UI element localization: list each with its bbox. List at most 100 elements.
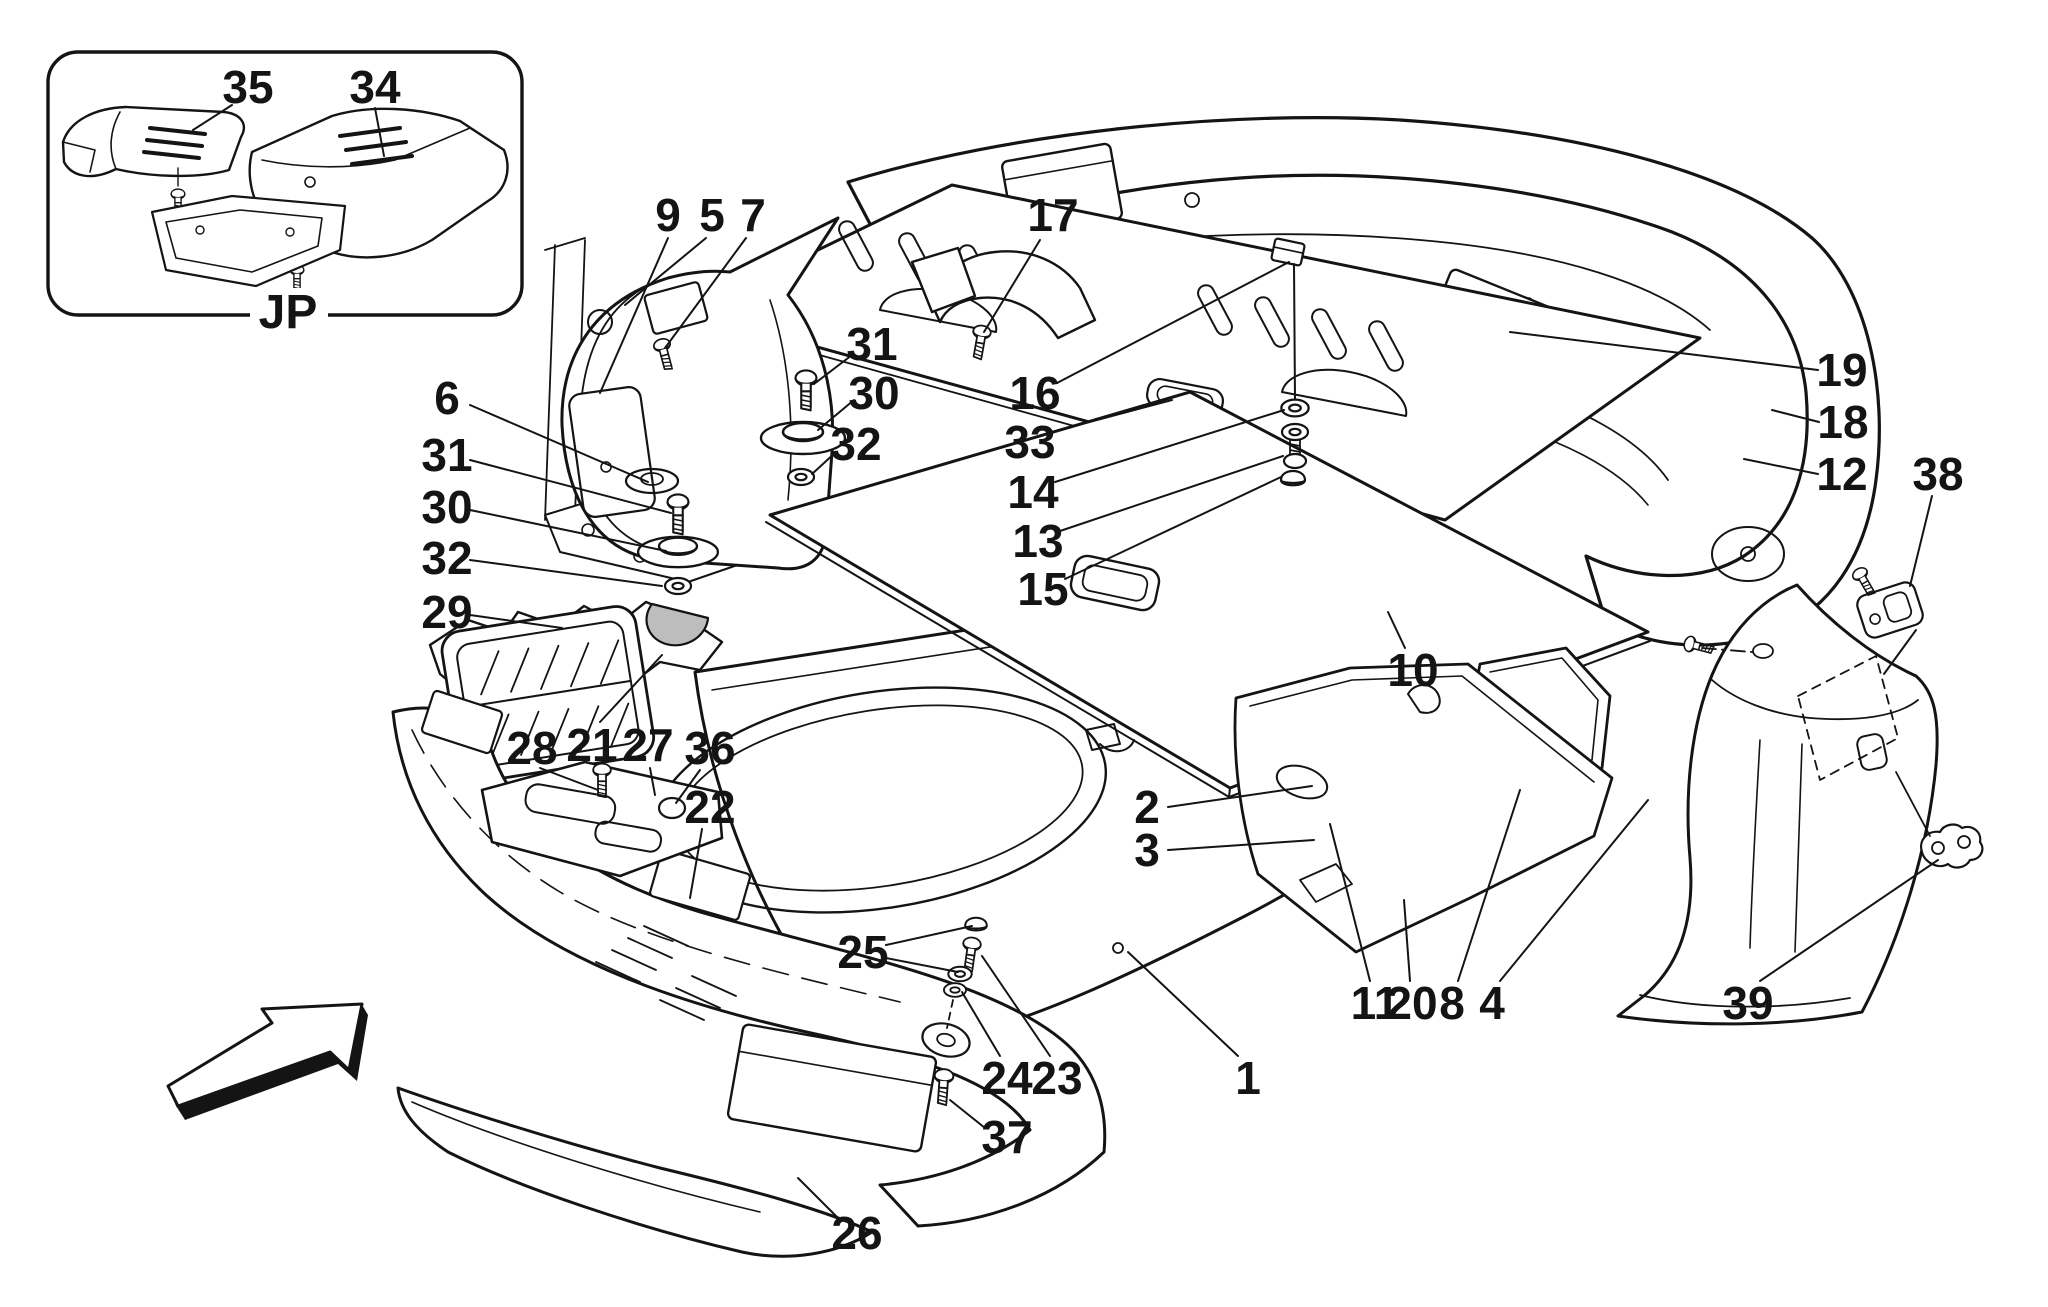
callout-36: 36 [684, 722, 735, 774]
callout-18: 18 [1817, 396, 1868, 448]
inset-label: JP [259, 286, 318, 339]
leader-line-39 [1759, 859, 1939, 982]
callout-30: 30 [421, 481, 472, 533]
callout-30: 30 [848, 367, 899, 419]
callout-35: 35 [222, 61, 273, 113]
leader-line-22 [689, 828, 703, 899]
leader-line-12 [1743, 458, 1819, 475]
leader-line-21 [599, 654, 663, 723]
callout-6: 6 [434, 372, 460, 424]
callout-8: 8 [1439, 977, 1465, 1029]
part-side-panel-11 [1233, 662, 1614, 954]
leader-line-16 [1056, 261, 1290, 384]
callout-31: 31 [421, 429, 472, 481]
leader-line-30 [469, 509, 667, 552]
leader-line-25 [885, 957, 959, 973]
leader-line-24 [961, 991, 1001, 1057]
callout-23: 23 [1031, 1052, 1082, 1104]
callout-3: 3 [1134, 824, 1160, 876]
leader-line-38 [1883, 629, 1917, 675]
callout-39: 39 [1722, 977, 1773, 1029]
part-bracket-27 [480, 760, 724, 878]
duct-arm [928, 250, 1097, 340]
callout-38: 38 [1912, 448, 1963, 500]
leader-line-29 [469, 614, 563, 629]
part-strip-26 [396, 1086, 874, 1258]
callout-32: 32 [830, 418, 881, 470]
leader-line-30 [817, 399, 855, 431]
callout-22: 22 [684, 781, 735, 833]
callout-15: 15 [1017, 563, 1068, 615]
leader-line-32 [811, 451, 837, 475]
leader-line-19 [1509, 331, 1819, 371]
leader-line-27 [649, 767, 656, 796]
leader-line-1 [1127, 951, 1239, 1057]
leader-line-9 [599, 237, 669, 394]
leader-line-34 [374, 107, 385, 157]
leader-line-26 [797, 1177, 839, 1219]
callout-31: 31 [846, 318, 897, 370]
callout-9: 9 [655, 189, 681, 241]
dashed-mount-area [1797, 655, 1899, 781]
leader-line-36 [675, 769, 701, 804]
leader-line-11 [1329, 823, 1371, 982]
callout-10: 10 [1387, 644, 1438, 696]
leader-line-37 [949, 1099, 986, 1129]
callout-2: 2 [1134, 781, 1160, 833]
leader-line-20 [1403, 899, 1411, 982]
leader-line-4 [1499, 799, 1649, 982]
callout-16: 16 [1009, 367, 1060, 419]
callout-19: 19 [1816, 344, 1867, 396]
callout-1: 1 [1235, 1052, 1261, 1104]
leader-line-2 [1167, 785, 1313, 808]
carpet-handle-15 [1069, 554, 1161, 612]
leader-line-23 [981, 955, 1051, 1057]
callout-14: 14 [1007, 466, 1059, 518]
hardware-stacks [624, 369, 1310, 1029]
part-shelf-17 [688, 183, 1702, 529]
leader-line-13 [1059, 455, 1284, 532]
callout-37: 37 [981, 1111, 1032, 1163]
part-wheelarch-trim-5 [544, 216, 840, 583]
inner-plate-9 [568, 386, 656, 518]
callout-17: 17 [1027, 189, 1078, 241]
leader-line-17 [983, 239, 1041, 333]
leader-line-33 [1051, 399, 1173, 433]
leader-line-3 [1167, 839, 1315, 851]
callout-29: 29 [421, 586, 472, 638]
callout-24: 24 [981, 1052, 1033, 1104]
inset-lower-bin [150, 194, 347, 288]
leader-line-15 [1064, 476, 1282, 580]
callout-21: 21 [566, 719, 617, 771]
inset-part-35 [61, 105, 246, 216]
direction-arrow-icon [166, 1002, 368, 1120]
grommet-36 [657, 796, 687, 820]
leader-line-35 [192, 104, 233, 131]
screw-38 [1849, 564, 1880, 600]
callout-33: 33 [1004, 416, 1055, 468]
callout-34: 34 [349, 61, 401, 113]
callout-28: 28 [506, 722, 557, 774]
trim-notch [1856, 733, 1888, 771]
leader-line-32 [469, 559, 663, 587]
callout-32: 32 [421, 532, 472, 584]
leader-line-7 [664, 237, 747, 349]
leader-line-6 [469, 404, 649, 483]
leader-line-10 [1387, 611, 1406, 649]
leader-line-8 [1457, 789, 1521, 982]
callout-27: 27 [622, 719, 673, 771]
leader-line-25 [885, 925, 973, 946]
leader-line-31 [813, 354, 853, 385]
callout-11: 11 [1351, 977, 1400, 1029]
callout-25: 25 [837, 926, 888, 978]
leader-line-18 [1771, 409, 1820, 423]
leader-line-5 [624, 237, 707, 306]
leader-line-31 [469, 459, 672, 514]
callout-13: 13 [1012, 515, 1063, 567]
leader-line-28 [539, 767, 599, 791]
plate-38 [1856, 581, 1924, 639]
callout-4: 4 [1479, 977, 1505, 1029]
